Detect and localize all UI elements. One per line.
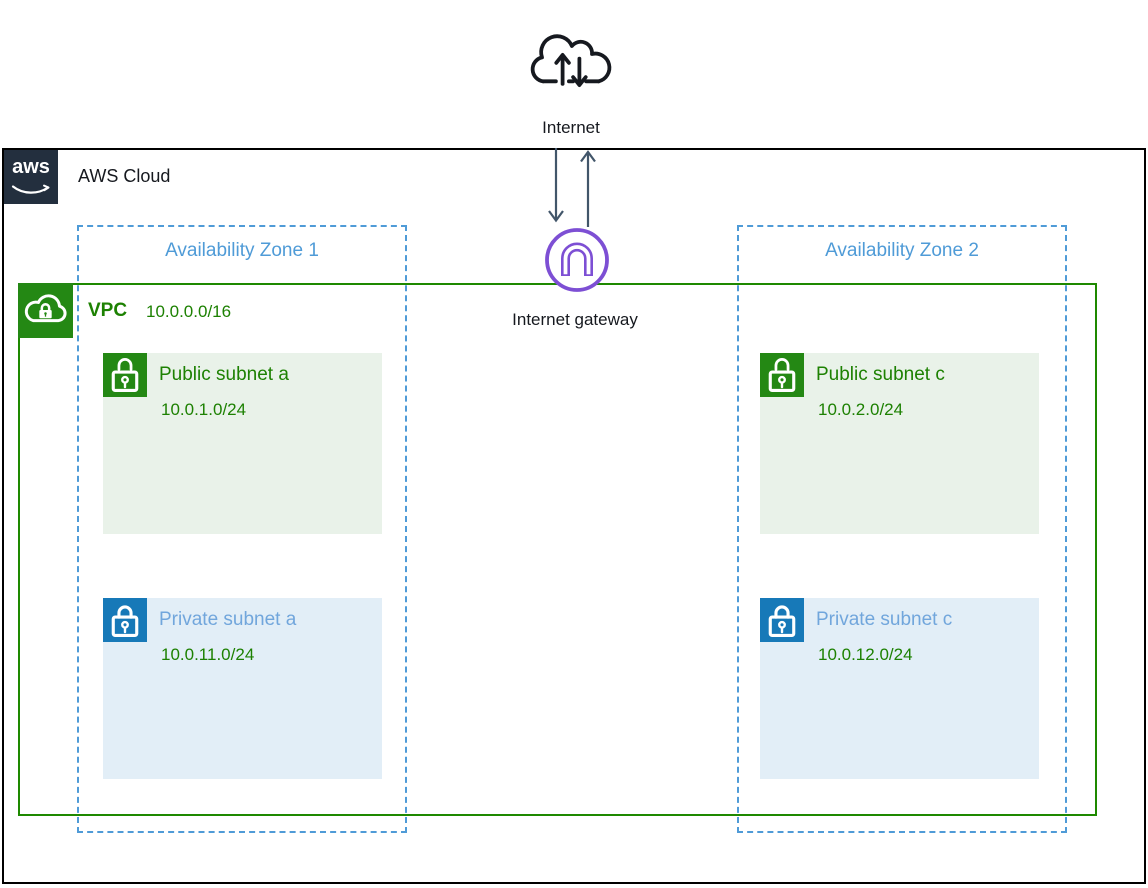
aws-smile-swoosh [11,184,50,194]
vpc-icon [18,283,73,338]
closed-lock-icon [760,598,804,642]
public-subnet-c-title: Public subnet c [816,364,945,385]
private-subnet-a-cidr: 10.0.11.0/24 [161,645,255,664]
public-subnet-c-cidr: 10.0.2.0/24 [818,400,904,419]
aws-logo-icon: aws [4,150,58,204]
closed-lock-icon [103,598,147,642]
public-subnet-a: Public subnet a 10.0.1.0/24 [103,353,382,534]
public-subnet-a-cidr: 10.0.1.0/24 [161,400,247,419]
internet-cloud-icon [530,34,612,87]
availability-zone-1: Availability Zone 1 Public subnet a 10.0… [77,225,407,833]
public-subnet-c: Public subnet c 10.0.2.0/24 [760,353,1039,534]
private-subnet-a: Private subnet a 10.0.11.0/24 [103,598,382,779]
private-subnet-c: Private subnet c 10.0.12.0/24 [760,598,1039,779]
internet-gateway-icon [545,228,609,292]
public-subnet-a-title: Public subnet a [159,364,289,385]
aws-logo-text: aws [12,156,50,178]
availability-zone-2: Availability Zone 2 Public subnet c 10.0… [737,225,1067,833]
private-subnet-a-title: Private subnet a [159,609,297,630]
open-lock-icon [103,353,147,397]
open-lock-icon [760,353,804,397]
private-subnet-c-cidr: 10.0.12.0/24 [818,645,913,664]
private-subnet-c-title: Private subnet c [816,609,953,630]
internet-traffic-arrows [548,148,596,227]
internet-label: Internet [542,118,600,137]
availability-zone-2-label: Availability Zone 2 [825,240,979,261]
vpc-label: VPC [88,300,128,321]
availability-zone-1-label: Availability Zone 1 [165,240,319,261]
aws-cloud-label: AWS Cloud [78,166,171,186]
internet-gateway-label: Internet gateway [512,310,638,329]
vpc-cidr: 10.0.0.0/16 [146,302,232,321]
